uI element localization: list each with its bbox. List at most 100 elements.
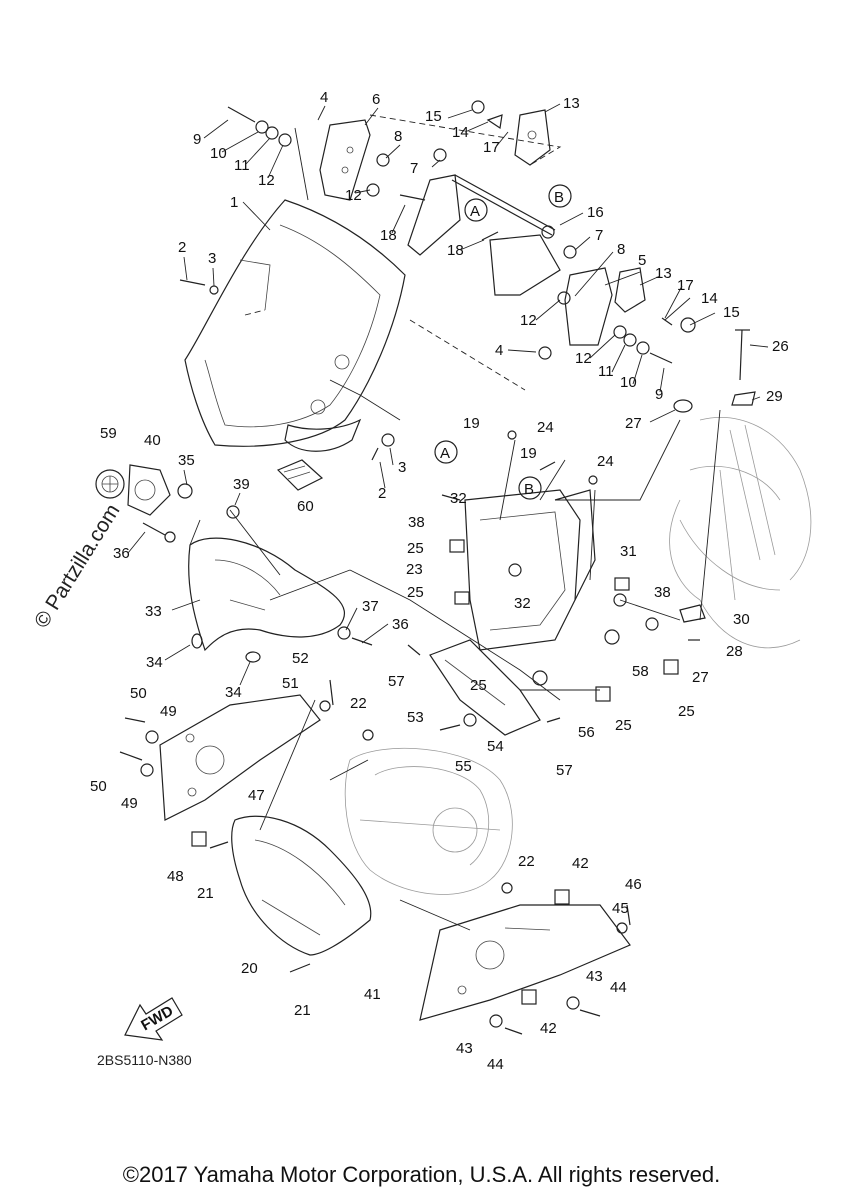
- reference-marks: A A B B: [434, 184, 572, 500]
- callout-36: 36: [113, 545, 130, 562]
- callout-46: 46: [625, 876, 642, 893]
- callout-2: 2: [178, 239, 186, 256]
- callout-49: 49: [160, 703, 177, 720]
- callout-14: 14: [452, 124, 469, 141]
- callout-32: 32: [514, 595, 531, 612]
- callout-50: 50: [130, 685, 147, 702]
- callout-9: 9: [655, 386, 663, 403]
- callout-25: 25: [615, 717, 632, 734]
- callout-51: 51: [282, 675, 299, 692]
- part-41-right-panel: [419, 904, 631, 1021]
- callout-1: 1: [230, 194, 238, 211]
- callout-19: 19: [520, 445, 537, 462]
- callout-19: 19: [463, 415, 480, 432]
- callout-37: 37: [362, 598, 379, 615]
- ref-mark-b-upper: B: [554, 189, 564, 206]
- callout-38: 38: [408, 514, 425, 531]
- assembly-lines: [189, 114, 721, 931]
- callout-21: 21: [197, 885, 214, 902]
- callout-22: 22: [518, 853, 535, 870]
- part-16-rod: [451, 174, 556, 239]
- callout-44: 44: [487, 1056, 504, 1073]
- part-13-bracket-lower: [614, 267, 646, 313]
- part-40-gauge-holder: [127, 464, 171, 516]
- callout-8: 8: [394, 128, 402, 145]
- callout-2: 2: [378, 485, 386, 502]
- ref-mark-a-upper: A: [470, 203, 480, 220]
- callout-53: 53: [407, 709, 424, 726]
- callout-10: 10: [620, 374, 637, 391]
- part-1-windscreen: [184, 199, 406, 452]
- callout-18: 18: [380, 227, 397, 244]
- callout-18: 18: [447, 242, 464, 259]
- callout-28: 28: [726, 643, 743, 660]
- callout-29: 29: [766, 388, 783, 405]
- callout-59: 59: [100, 425, 117, 442]
- callout-24: 24: [537, 419, 554, 436]
- callout-38: 38: [654, 584, 671, 601]
- callout-27: 27: [625, 415, 642, 432]
- callout-44: 44: [610, 979, 627, 996]
- part-53-side-piece: [429, 639, 541, 736]
- part-59-emblem: [95, 469, 125, 499]
- callout-15: 15: [723, 304, 740, 321]
- callout-42: 42: [572, 855, 589, 872]
- callout-49: 49: [121, 795, 138, 812]
- callout-20: 20: [241, 960, 258, 977]
- callout-47: 47: [248, 787, 265, 804]
- part-20-lower-cowl: [231, 815, 372, 956]
- callout-43: 43: [586, 968, 603, 985]
- callout-6: 6: [372, 91, 380, 108]
- part-13-bracket-upper: [514, 109, 551, 166]
- callout-23: 23: [406, 561, 423, 578]
- callout-25: 25: [470, 677, 487, 694]
- callout-12: 12: [520, 312, 537, 329]
- callout-27: 27: [692, 669, 709, 686]
- callout-3: 3: [208, 250, 216, 267]
- copyright-notice: ©2017 Yamaha Motor Corporation, U.S.A. A…: [122, 1162, 721, 1187]
- callout-52: 52: [292, 650, 309, 667]
- callout-17: 17: [483, 139, 500, 156]
- callout-7: 7: [410, 160, 418, 177]
- part-23-inner-bracket: [464, 489, 596, 651]
- callout-50: 50: [90, 778, 107, 795]
- callout-25: 25: [407, 584, 424, 601]
- callout-41: 41: [364, 986, 381, 1003]
- callout-16: 16: [587, 204, 604, 221]
- callout-36: 36: [392, 616, 409, 633]
- headlight-ghost-outline: [344, 747, 513, 895]
- callout-34: 34: [225, 684, 242, 701]
- callout-12: 12: [575, 350, 592, 367]
- part-number-callouts: 1 2 2 3 3 4 4 5 6 7 7 8 8 9 9 10 10 11 1…: [90, 89, 789, 1073]
- exploded-parts-diagram: FWD A A: [90, 89, 812, 1073]
- callout-7: 7: [595, 227, 603, 244]
- callout-3: 3: [398, 459, 406, 476]
- part-5-stay-lower: [489, 234, 613, 346]
- callout-9: 9: [193, 131, 201, 148]
- callout-22: 22: [350, 695, 367, 712]
- callout-14: 14: [701, 290, 718, 307]
- callout-leaders: [127, 103, 769, 686]
- callout-4: 4: [495, 342, 503, 359]
- callout-54: 54: [487, 738, 504, 755]
- callout-13: 13: [563, 95, 580, 112]
- callout-12: 12: [258, 172, 275, 189]
- callout-57: 57: [556, 762, 573, 779]
- part-47-left-panel: [159, 694, 321, 821]
- callout-33: 33: [145, 603, 162, 620]
- callout-39: 39: [233, 476, 250, 493]
- callout-5: 5: [638, 252, 646, 269]
- part-6-stay: [319, 119, 461, 256]
- callout-17: 17: [677, 277, 694, 294]
- callout-57: 57: [388, 673, 405, 690]
- callout-11: 11: [234, 157, 250, 174]
- part-33-inner-panel: [188, 537, 346, 652]
- callout-31: 31: [620, 543, 637, 560]
- callout-32: 32: [450, 490, 467, 507]
- callout-24: 24: [597, 453, 614, 470]
- ref-mark-b-lower: B: [524, 481, 534, 498]
- callout-8: 8: [617, 241, 625, 258]
- part-60-label: [276, 459, 324, 491]
- callout-10: 10: [210, 145, 227, 162]
